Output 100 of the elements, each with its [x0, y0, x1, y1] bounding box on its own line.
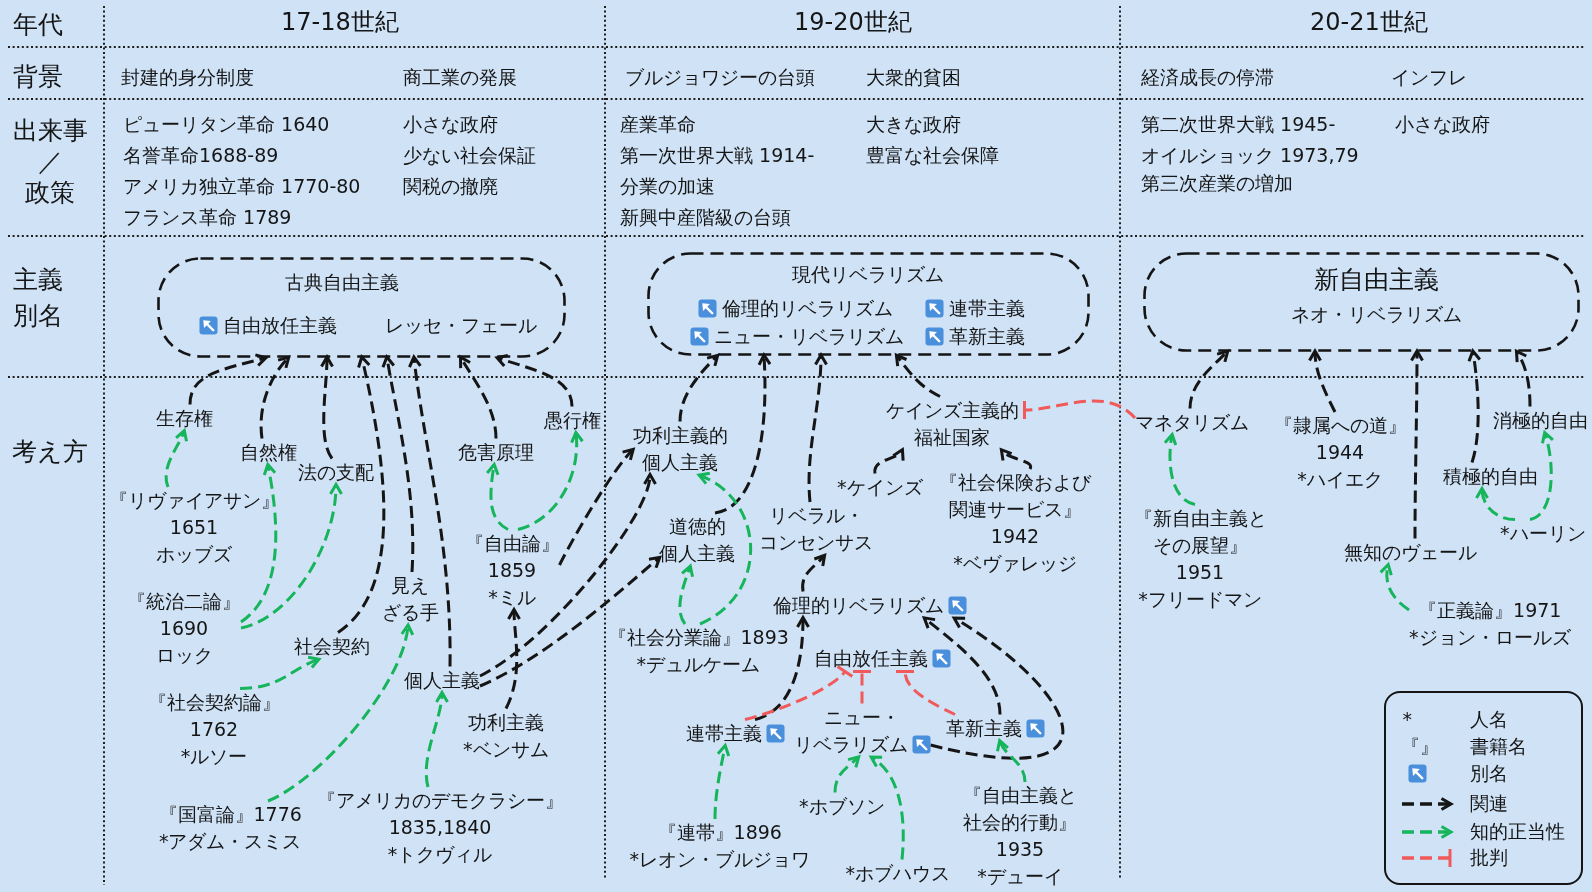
table-text: 第一次世界大戦 1914-	[620, 142, 815, 168]
year-label: 1835,1840	[388, 815, 492, 840]
concept-label: 消極的自由	[1492, 406, 1588, 434]
dashed-arrow	[833, 755, 861, 793]
dashed-arrow	[1475, 487, 1516, 521]
table-text: 商工業の発展	[403, 64, 517, 90]
legend-label: 別名	[1469, 761, 1508, 786]
box-title: 現代リベラリズム	[792, 262, 944, 287]
dashed-arrow	[485, 463, 509, 531]
year-label: 1859	[487, 557, 537, 583]
dashed-arrow	[714, 353, 772, 515]
box-title: 古典自由主義	[285, 270, 399, 295]
concept-label: 危害原理	[458, 438, 534, 466]
dashed-arrow	[517, 431, 584, 531]
dashed-arrow	[1379, 563, 1410, 612]
concept-label: 見えざる手	[381, 572, 439, 626]
author-name: *ハイエク	[1297, 467, 1383, 492]
author-name: ホッブズ	[156, 542, 232, 567]
author-name: *ジョン・ロールズ	[1409, 624, 1571, 650]
dashed-arrow	[504, 608, 522, 710]
concept-label: ニュー・リベラリズム	[793, 705, 908, 755]
concept-label: 革新主義	[945, 716, 1022, 739]
year-label: 1951	[1175, 559, 1225, 585]
alias-label: レッセ・フェール	[385, 313, 537, 338]
dashed-arrow	[558, 447, 635, 566]
table-text: ピューリタン革命 1640	[123, 111, 330, 137]
dashed-arrow	[807, 353, 828, 503]
column-header: 20-21世紀	[1310, 6, 1428, 38]
alias-label: 革新主義	[949, 325, 1025, 347]
dashed-arrow	[922, 616, 1002, 715]
author-name: *ホブハウス	[845, 859, 950, 887]
book-title: 『連帯』1896	[657, 820, 782, 845]
legend-label: 関連	[1469, 791, 1508, 816]
table-text: ブルジョワジーの台頭	[625, 64, 815, 90]
dashed-arrow	[678, 353, 720, 422]
book-title: 『社会分業論』1893	[607, 625, 789, 650]
table-text: 第二次世界大戦 1945-	[1141, 111, 1336, 137]
row-header: 年代	[13, 8, 63, 41]
author-name: ロック	[155, 642, 213, 668]
legend-symbol: 『』	[1400, 734, 1439, 759]
dashed-bar-end-line	[851, 670, 873, 704]
table-text: インフレ	[1391, 64, 1467, 90]
dashed-bar-end-line	[1022, 399, 1136, 421]
row-header: 考え方	[12, 435, 88, 468]
dashed-arrow	[754, 616, 810, 721]
legend-label: 書籍名	[1469, 734, 1527, 759]
concept-label: マネタリズム	[1135, 408, 1249, 436]
table-text: 小さな政府	[1395, 111, 1490, 137]
book-title: 『アメリカのデモクラシー』	[316, 788, 564, 813]
table-text: 名誉革命1688-89	[123, 142, 279, 168]
dashed-arrow	[1410, 349, 1424, 539]
dashed-arrow	[1188, 349, 1230, 409]
dashed-arrow	[239, 656, 321, 690]
dashed-arrow	[873, 448, 905, 474]
concept-label: 社会契約	[294, 632, 370, 660]
table-text: 分業の加速	[620, 173, 715, 199]
dashed-arrow	[188, 353, 268, 405]
dashed-arrow	[1515, 349, 1532, 407]
book-title: 『社会契約論』	[147, 689, 281, 715]
legend-label: 人名	[1469, 707, 1508, 732]
concept-label: ケインズ主義的福祉国家	[879, 396, 1025, 451]
dashed-arrow	[337, 355, 386, 634]
author-name: *フリードマン	[1138, 586, 1262, 612]
dashed-arrow	[267, 623, 414, 803]
dashed-rounded-box	[1143, 252, 1580, 352]
author-name: *ベヴァレッジ	[953, 551, 1077, 576]
concept-label: 功利主義的個人主義	[632, 421, 728, 476]
dashed-arrow	[240, 483, 343, 630]
concept-label: 法の支配	[298, 458, 374, 486]
table-text: 経済成長の停滞	[1141, 64, 1274, 90]
table-text: 第三次産業の増加	[1141, 170, 1293, 196]
table-text: オイルショック 1973,79	[1141, 142, 1359, 168]
concept-label: 自然権	[239, 438, 297, 466]
dashed-arrow	[801, 553, 827, 592]
author-name: *ホブソン	[799, 792, 885, 820]
table-text: 関税の撤廃	[403, 173, 498, 199]
dashed-arrow	[259, 355, 291, 439]
table-text: 大きな政府	[866, 111, 961, 137]
dashed-arrow	[1308, 349, 1337, 413]
book-title: 『国富論』1776	[158, 802, 302, 827]
author-name: *ケインズ	[837, 473, 923, 501]
concept-label: 道徳的個人主義	[659, 513, 735, 567]
concept-label: 無知のヴェール	[1343, 538, 1477, 566]
concept-label: 自由放任主義	[813, 646, 928, 669]
table-text: 産業革命	[620, 111, 696, 137]
legend-label: 知的正当性	[1469, 819, 1565, 844]
dashed-arrow	[894, 353, 941, 398]
dashed-arrow	[1163, 433, 1196, 506]
row-header: 背景	[13, 60, 63, 93]
row-header: 政策	[25, 176, 75, 209]
row-header: 主義	[13, 263, 63, 296]
book-title: 『正義論』1971	[1418, 597, 1562, 623]
dashed-arrow	[713, 744, 731, 820]
concept-label: 個人主義	[404, 666, 480, 694]
dashed-arrow	[1467, 349, 1482, 463]
table-text: 大衆的貧困	[866, 64, 961, 90]
row-header: ／	[37, 145, 63, 178]
legend-label: 批判	[1469, 845, 1508, 870]
dashed-arrow	[381, 355, 415, 573]
alias-label: 自由放任主義	[223, 314, 337, 336]
